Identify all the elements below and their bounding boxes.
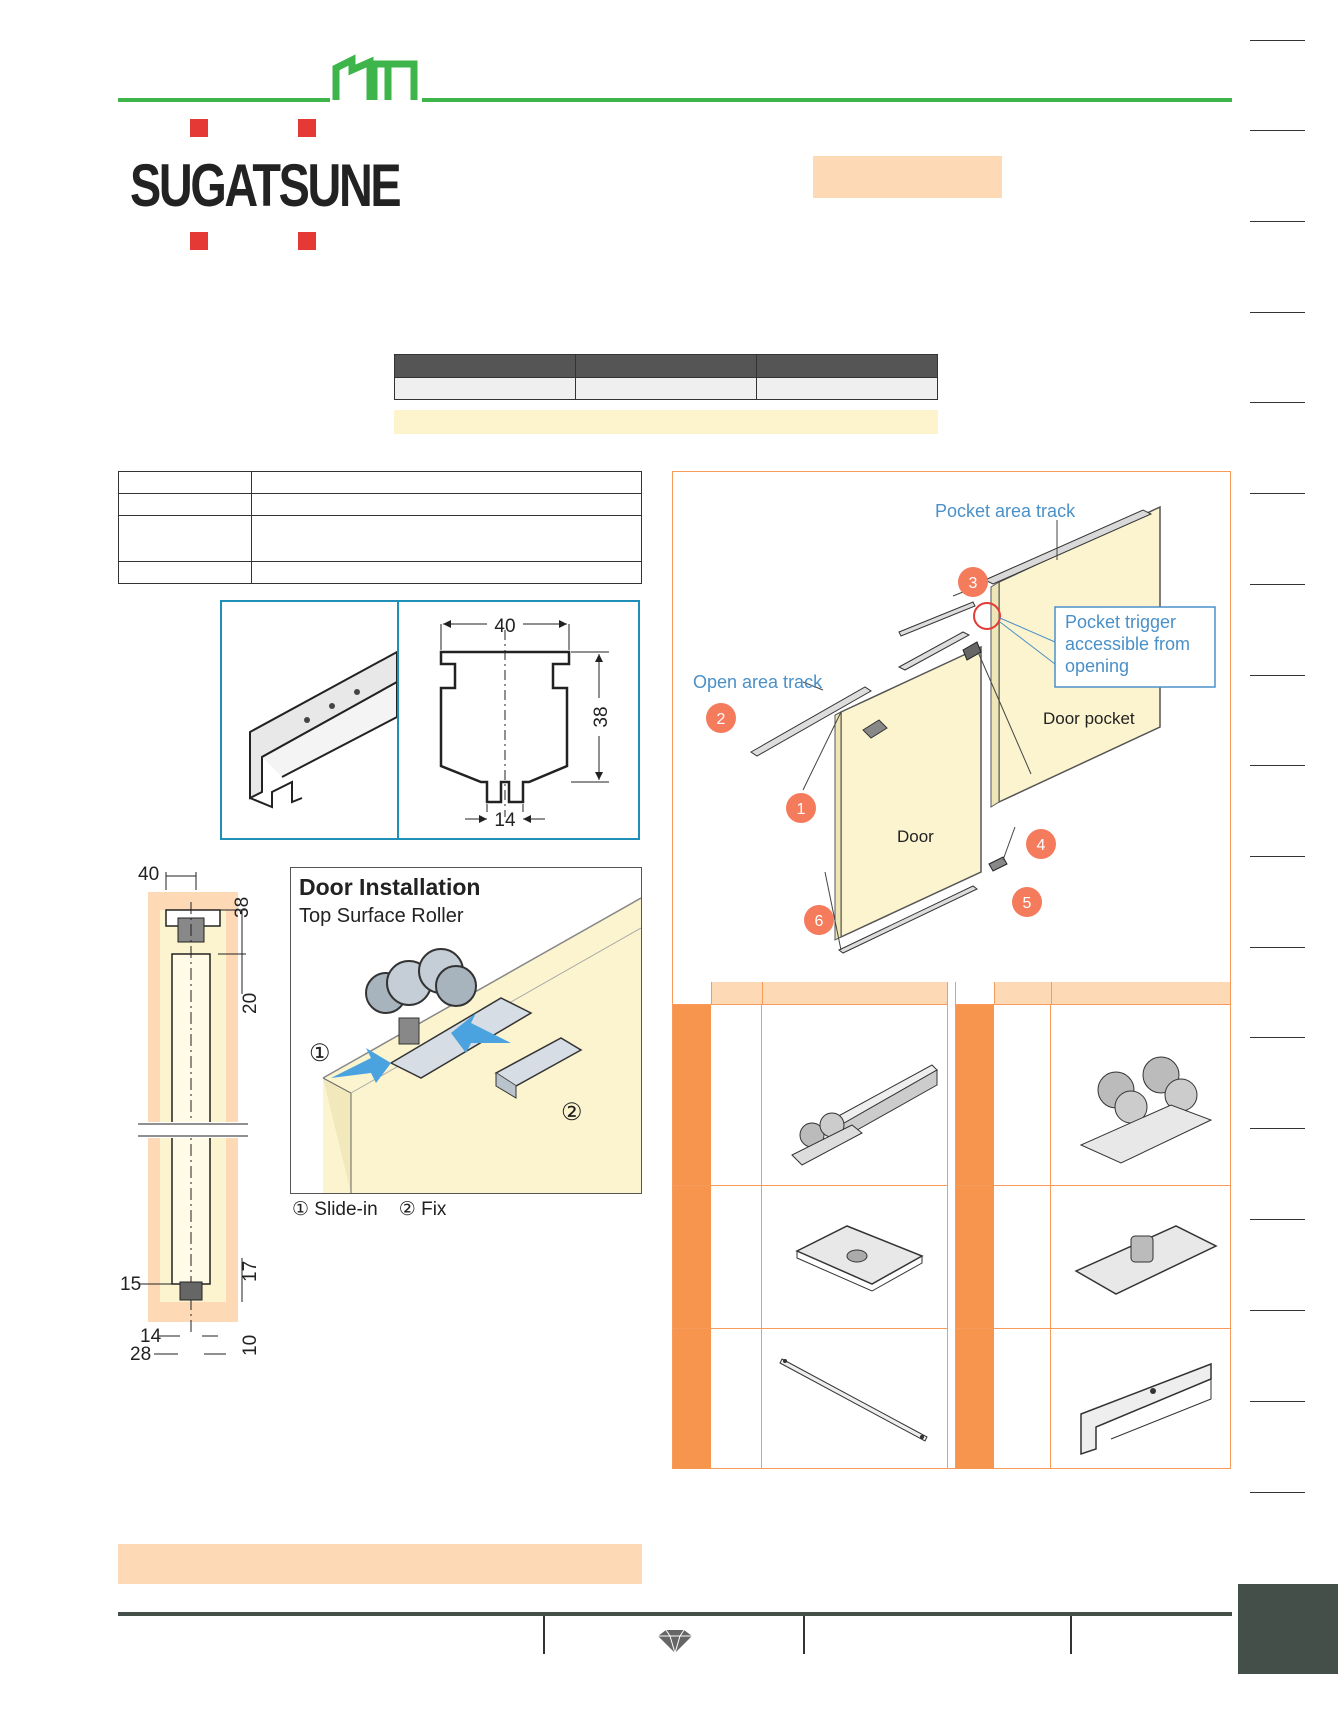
part-image-roller	[1079, 1056, 1213, 1164]
side-dim-40: 40	[138, 864, 159, 885]
side-section-drawing: 40 38 20 17 15 14 10 28	[120, 864, 261, 1362]
track-profile-box: 40 38 14	[220, 600, 640, 840]
profile-opening-label: 14	[494, 810, 516, 831]
label-pocket-track: Pocket area track	[935, 501, 1076, 521]
part-image-track-roller	[791, 1064, 938, 1166]
badge-2: 2	[706, 703, 736, 733]
install-title: Door Installation	[299, 874, 480, 900]
side-dim-10: 10	[240, 1335, 261, 1356]
side-dim-14: 14	[140, 1326, 162, 1347]
label-trigger-2: accessible from	[1065, 634, 1190, 654]
profile-width-label: 40	[494, 616, 515, 637]
logo-square-tl	[190, 119, 208, 137]
header-highlight-box	[813, 156, 1002, 198]
label-open-track: Open area track	[693, 672, 823, 692]
track-profile-drawing: 40 38 14	[439, 616, 612, 831]
side-tab[interactable]	[1238, 1584, 1338, 1674]
door-installation-box: Door Installation Top Surface Roller ① ②	[290, 867, 642, 1194]
brand-logo: SUGATSUNE	[130, 115, 402, 255]
parts-table-right	[955, 982, 1230, 1469]
part-image-pocket-guide	[1074, 1225, 1218, 1295]
install-caption: ① Slide-in ② Fix	[292, 1199, 447, 1220]
svg-text:2: 2	[717, 711, 726, 728]
header-rule-right	[422, 98, 1232, 102]
side-dim-28: 28	[130, 1344, 151, 1362]
svg-text:3: 3	[969, 575, 978, 592]
track-3d-illustration	[249, 650, 397, 809]
badge-1: 1	[786, 793, 816, 823]
side-dim-17: 17	[240, 1261, 261, 1282]
part-image-trigger-bar	[779, 1358, 928, 1442]
install-step2-marker: ②	[561, 1099, 583, 1126]
svg-text:1: 1	[797, 801, 806, 818]
logo-square-br	[298, 232, 316, 250]
header-rule-left	[118, 98, 330, 102]
parts-table-left	[673, 982, 948, 1469]
exploded-diagram-panel: Pocket area track Open area track Pocket…	[672, 471, 1231, 1469]
label-door: Door	[897, 827, 934, 846]
svg-text:4: 4	[1037, 837, 1046, 854]
footer-rule	[118, 1612, 1232, 1616]
label-door-pocket: Door pocket	[1043, 709, 1135, 728]
footer-divider-1	[543, 1616, 545, 1654]
install-subtitle: Top Surface Roller	[299, 905, 464, 927]
part-image-track-section	[1080, 1362, 1212, 1456]
spec-table-top	[394, 354, 938, 434]
footer-note-bar	[118, 1544, 642, 1584]
brand-name: SUGATSUNE	[130, 152, 402, 219]
part-image-guide-plate	[795, 1225, 924, 1292]
label-trigger-3: opening	[1065, 656, 1129, 676]
install-step1-marker: ①	[309, 1040, 331, 1067]
badge-6: 6	[804, 905, 834, 935]
spec-table-left	[118, 471, 642, 584]
cm-logo-icon	[332, 54, 418, 100]
profile-height-label: 38	[591, 706, 612, 727]
svg-text:6: 6	[815, 913, 824, 930]
footer-divider-3	[1070, 1616, 1072, 1654]
svg-text:5: 5	[1023, 895, 1032, 912]
side-dim-15: 15	[120, 1274, 141, 1295]
label-trigger-1: Pocket trigger	[1065, 612, 1176, 632]
badge-5: 5	[1012, 887, 1042, 917]
side-dim-38: 38	[232, 897, 253, 918]
side-dim-20: 20	[240, 993, 261, 1014]
footer-divider-2	[803, 1616, 805, 1654]
logo-square-bl	[190, 232, 208, 250]
logo-square-tr	[298, 119, 316, 137]
badge-3: 3	[958, 567, 988, 597]
diamond-icon	[658, 1629, 692, 1654]
badge-4: 4	[1026, 829, 1056, 859]
